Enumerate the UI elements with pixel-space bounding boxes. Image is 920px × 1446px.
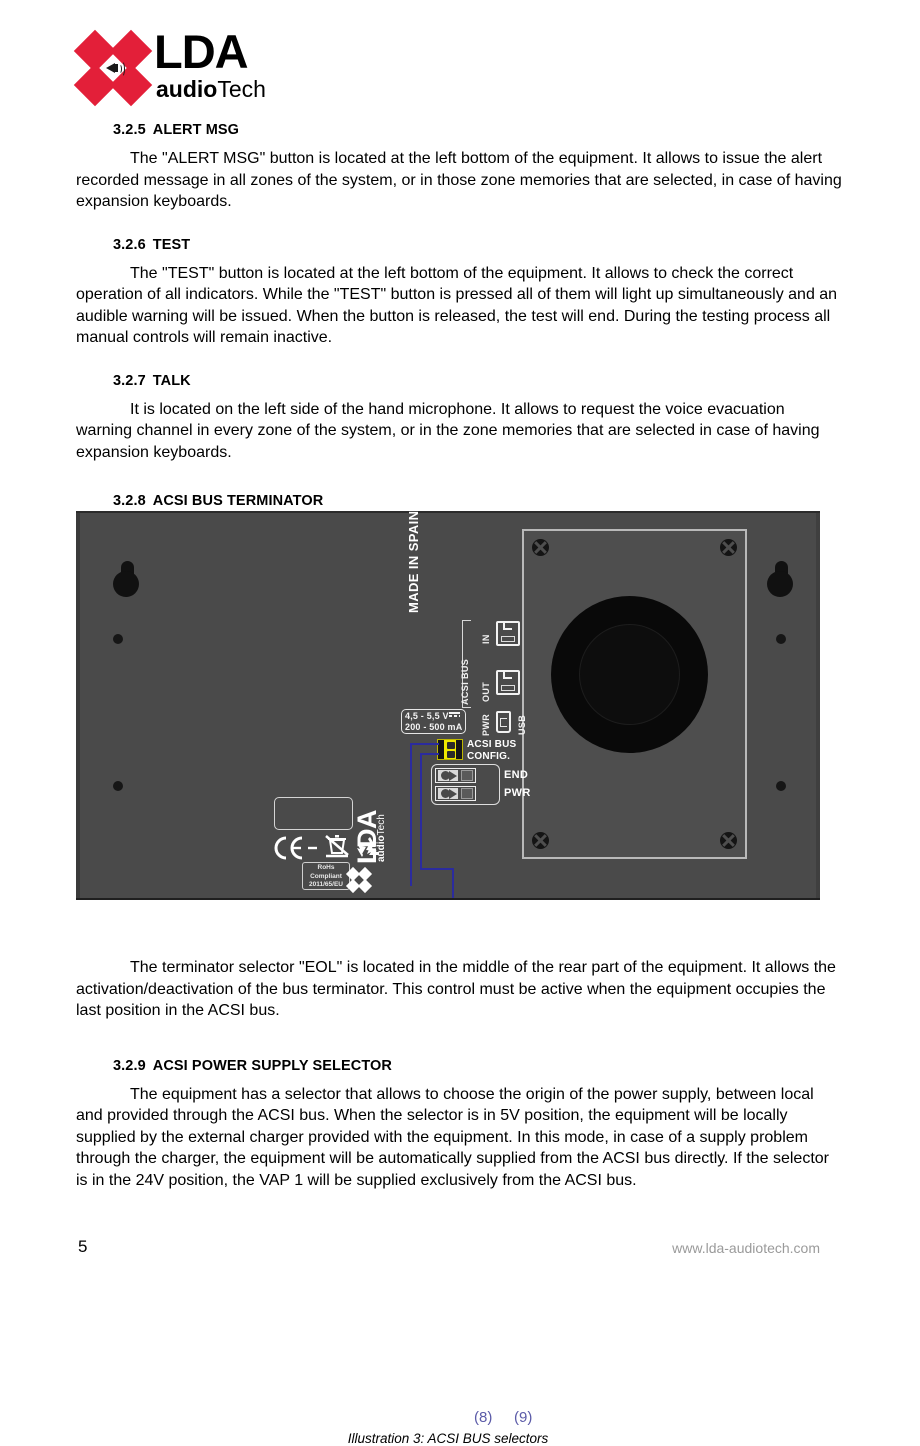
callout-9: (9): [514, 1409, 533, 1426]
pwr-switch[interactable]: [435, 786, 476, 801]
heading-title: TEST: [152, 236, 191, 253]
document-body-top: 3.2.5 ALERT MSG The "ALERT MSG" button is…: [76, 120, 844, 511]
logo-diamond-mark-icon: [73, 29, 153, 107]
acsi-bus-bracket: [462, 620, 471, 708]
acsi-bus-config-label: ACSI BUS CONFIG.: [467, 739, 516, 762]
logo-subbrand-text: audioTech: [156, 76, 266, 102]
leader-line-8-horizontal-top: [410, 743, 439, 745]
keyhole-slot-left: [112, 561, 142, 597]
heading-3-2-6: 3.2.6 TEST: [76, 235, 844, 255]
paragraph-3-2-5: The "ALERT MSG" button is located at the…: [76, 150, 842, 210]
panel-screw-bottom-right: [720, 832, 737, 849]
paragraph-3-2-9: The equipment has a selector that allows…: [76, 1085, 829, 1189]
rohs-line-1: RoHs: [317, 864, 335, 871]
usb-port[interactable]: [496, 711, 511, 733]
heading-number: 3.2.7: [113, 372, 146, 389]
keyhole-slot-right: [766, 561, 796, 597]
document-body-bottom: The terminator selector "EOL" is located…: [76, 957, 844, 1191]
screw-hole-left-upper: [113, 634, 123, 644]
heading-number: 3.2.8: [113, 493, 146, 509]
paragraph-3-2-8: The terminator selector "EOL" is located…: [76, 959, 836, 1019]
dc-symbol-icon: [448, 712, 460, 718]
weee-bin-icon: [325, 834, 349, 858]
acsi-in-label: IN: [481, 634, 491, 644]
power-rating-current: 200 - 500 mA: [405, 721, 463, 732]
end-switch-label: END: [504, 769, 529, 781]
pwr-connector-label: PWR: [481, 713, 491, 736]
recycling-icon: [357, 837, 379, 857]
heading-3-2-9: 3.2.9 ACSI POWER SUPPLY SELECTOR: [76, 1056, 844, 1076]
callout-8: (8): [474, 1409, 493, 1426]
logo-subbrand-light: Tech: [217, 76, 266, 102]
heading-title: ACSI BUS TERMINATOR: [152, 493, 324, 509]
rohs-compliance-box: RoHs Compliant 2011/65/EU: [302, 862, 350, 890]
serial-label-box: [274, 797, 353, 830]
device-rear-panel-image: ACSI BUS IN OUT 4,5 - 5,5 V 200 - 500 mA…: [76, 511, 820, 900]
acsi-bus-in-port[interactable]: [496, 621, 520, 646]
rohs-line-3: 2011/65/EU: [309, 881, 343, 889]
device-subbrand-bold: audio: [376, 835, 387, 862]
speaker-panel: [522, 529, 747, 859]
speaker-driver: [551, 596, 708, 753]
end-switch[interactable]: [435, 768, 476, 783]
compliance-marks: [274, 834, 392, 866]
power-rating-box: 4,5 - 5,5 V 200 - 500 mA: [401, 709, 467, 734]
panel-screw-top-right: [720, 539, 737, 556]
leader-line-8-vertical: [410, 743, 412, 886]
pwr-switch-label: PWR: [504, 787, 531, 799]
power-rating-voltage: 4,5 - 5,5 V: [405, 711, 449, 721]
logo-brand-text: LDA: [154, 25, 249, 78]
made-in-spain-label: MADE IN SPAIN: [406, 510, 421, 613]
page-number: 5: [78, 1237, 88, 1256]
ce-mark-c-icon: [274, 836, 287, 860]
leader-line-9-vertical-upper: [420, 753, 422, 870]
heading-3-2-8: 3.2.8 ACSI BUS TERMINATOR: [76, 491, 844, 511]
panel-screw-bottom-left: [532, 832, 549, 849]
config-label-line2: CONFIG.: [467, 750, 511, 762]
rohs-line-2: Compliant: [310, 872, 342, 880]
paragraph-3-2-6: The "TEST" button is located at the left…: [76, 264, 838, 347]
heading-3-2-7: 3.2.7 TALK: [76, 371, 844, 391]
device-diamond-mark-icon: [345, 866, 374, 894]
screw-hole-right-lower: [776, 781, 786, 791]
leader-line-9-vertical-lower: [452, 868, 454, 898]
footer-website: www.lda-audiotech.com: [672, 1240, 820, 1256]
acsi-bus-out-port[interactable]: [496, 670, 520, 695]
acsi-bus-config-jumper[interactable]: [437, 739, 463, 760]
device-brand-logo: LDA audioTech: [345, 802, 398, 894]
heading-title: TALK: [152, 372, 191, 389]
heading-title: ALERT MSG: [152, 122, 240, 138]
config-label-line1: ACSI BUS: [467, 739, 517, 750]
heading-number: 3.2.9: [113, 1057, 146, 1074]
device-subbrand-light: Tech: [376, 814, 387, 836]
usb-label: USB: [517, 714, 527, 735]
screw-hole-left-lower: [113, 781, 123, 791]
panel-screw-top-left: [532, 539, 549, 556]
leader-line-9-horizontal-top: [420, 753, 439, 755]
screw-hole-right-upper: [776, 634, 786, 644]
paragraph-3-2-7: It is located on the left side of the ha…: [76, 400, 820, 461]
compliance-symbols-svg: [274, 834, 379, 860]
acsi-out-label: OUT: [481, 681, 491, 702]
heading-number: 3.2.6: [113, 236, 146, 253]
acsi-bus-label: ACSI BUS: [460, 658, 470, 705]
heading-number: 3.2.5: [113, 122, 146, 138]
heading-title: ACSI POWER SUPPLY SELECTOR: [152, 1057, 392, 1074]
heading-3-2-5: 3.2.5 ALERT MSG: [76, 120, 844, 140]
logo-subbrand-bold: audio: [156, 76, 218, 102]
lda-logo: LDA audioTech: [73, 25, 268, 107]
device-subbrand-text: audioTech: [376, 814, 387, 862]
leader-line-9-horizontal-mid: [420, 868, 454, 870]
speaker-icon: [106, 61, 125, 77]
eol-power-switch-group: [431, 764, 500, 805]
figure-caption: Illustration 3: ACSI BUS selectors: [347, 1431, 549, 1446]
figure-acsi-bus-selectors: ACSI BUS IN OUT 4,5 - 5,5 V 200 - 500 mA…: [76, 511, 820, 1446]
